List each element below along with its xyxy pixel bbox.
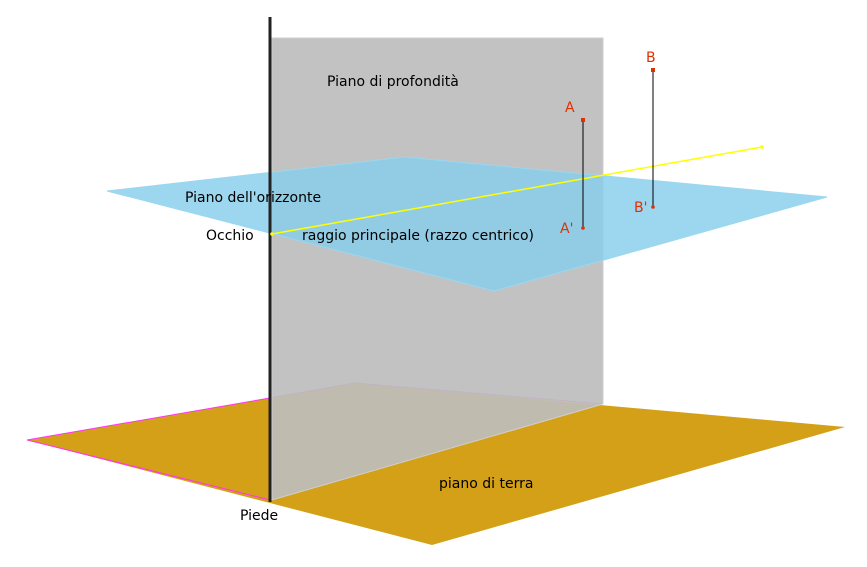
ground-plane-label: piano di terra [439, 476, 533, 492]
principal-ray-end [760, 145, 764, 149]
point-a-proj-label: A' [560, 221, 573, 237]
ground-plane-edge [26, 397, 271, 501]
horizon-plane-label: Piano dell'orizzonte [185, 190, 321, 206]
point-b-label: B [646, 50, 656, 66]
principal-ray [271, 146, 763, 235]
point-b-proj-marker [651, 205, 655, 209]
ground-plane [27, 383, 845, 545]
eye-label: Occhio [206, 228, 254, 244]
point-a-proj-marker [581, 226, 585, 230]
point-a-label: A [565, 100, 575, 116]
point-b-proj-label: B' [634, 200, 647, 216]
point-a-marker [581, 118, 585, 122]
depth-plane-label: Piano di profondità [327, 74, 459, 90]
eye-marker [270, 232, 274, 236]
foot-label: Piede [240, 508, 278, 524]
point-b-marker [651, 68, 655, 72]
principal-ray-label: raggio principale (razzo centrico) [302, 228, 534, 244]
horizon-plane [106, 156, 828, 292]
